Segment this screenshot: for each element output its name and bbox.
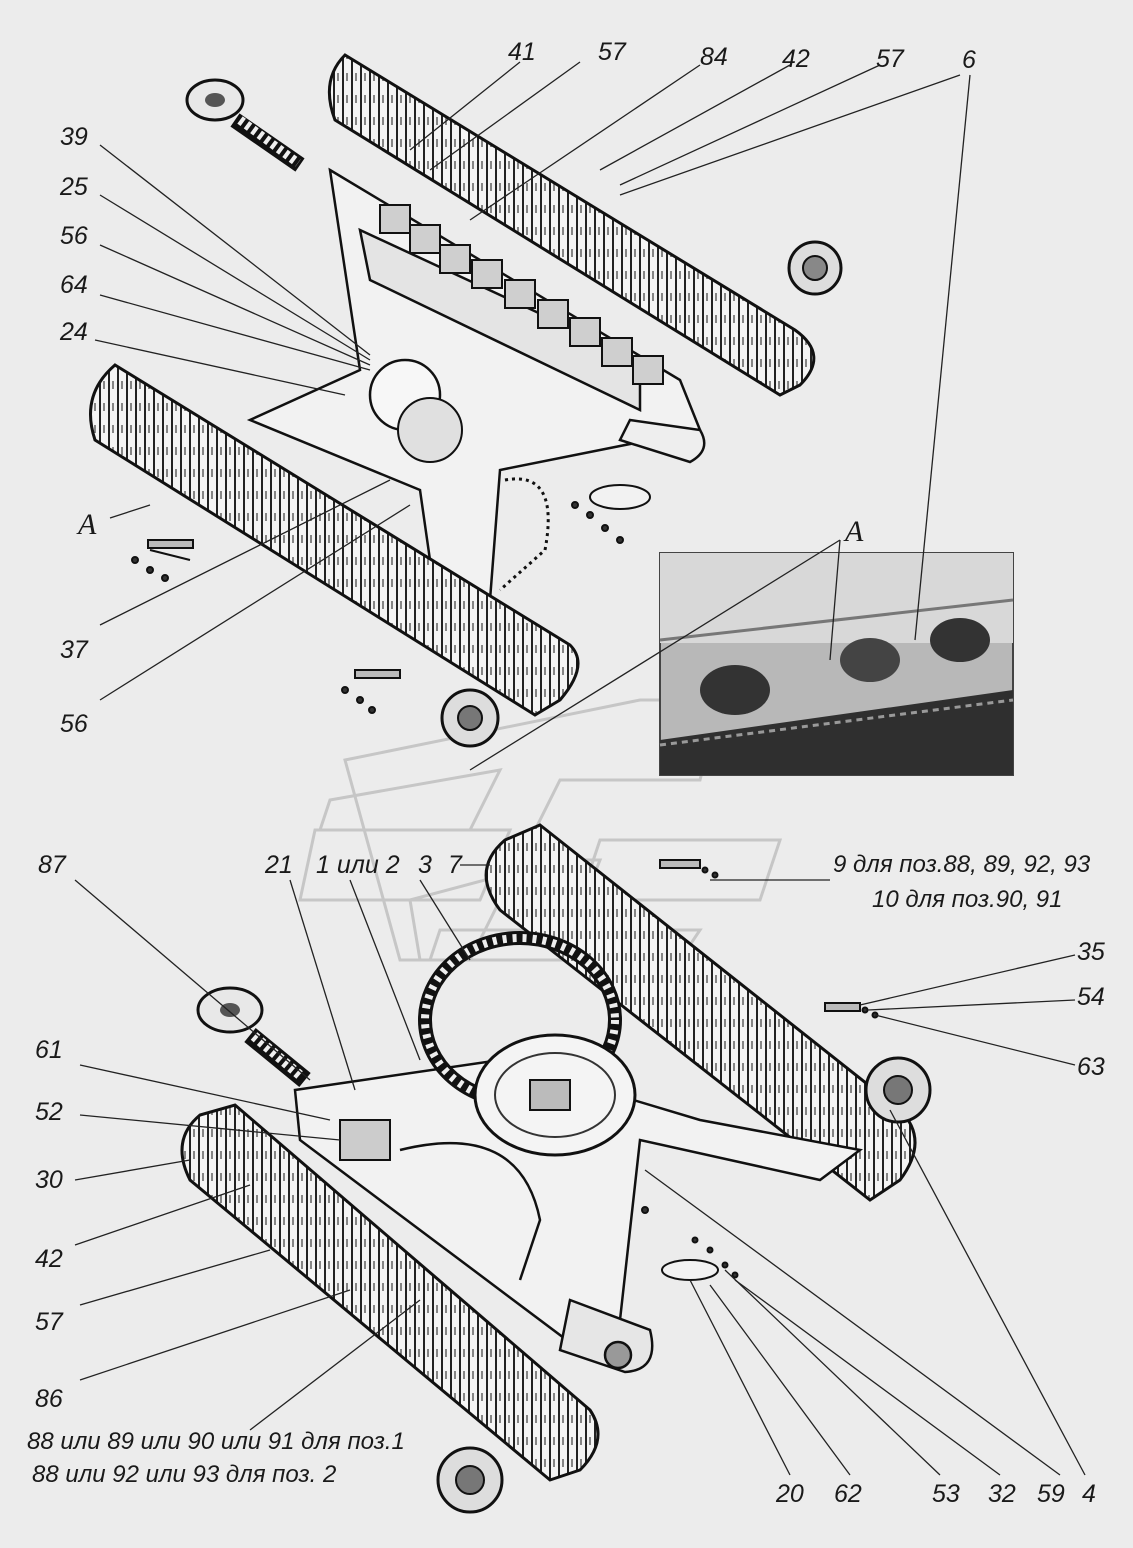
label-37: 37: [60, 636, 88, 664]
bottom-slewing-ring: [418, 931, 637, 1157]
top-rollers: [379, 204, 664, 385]
label-53: 53: [932, 1480, 960, 1508]
top-end-cap: [589, 418, 706, 510]
label-52: 52: [35, 1098, 63, 1126]
top-sprocket-left: [440, 688, 500, 748]
label-56: 56: [60, 222, 88, 250]
label-42b: 42: [35, 1245, 63, 1273]
label-88-note-1: 88 или 89 или 90 или 91 для поз.1: [27, 1428, 405, 1455]
inset-photo-detail-a: [659, 552, 1014, 776]
label-24: 24: [60, 318, 88, 346]
bottom-track-right: [484, 823, 917, 1202]
label-84: 84: [700, 43, 728, 71]
label-61: 61: [35, 1036, 63, 1064]
label-9-note: 9 для поз.88, 89, 92, 93: [833, 851, 1091, 878]
label-20: 20: [776, 1480, 804, 1508]
label-view-a-right: A: [845, 515, 864, 548]
label-10-note: 10 для поз.90, 91: [872, 886, 1063, 913]
label-30: 30: [35, 1166, 63, 1194]
label-59: 59: [1037, 1480, 1065, 1508]
label-62: 62: [834, 1480, 862, 1508]
bottom-sprocket-left: [436, 1446, 504, 1514]
label-25: 25: [60, 173, 88, 201]
label-63: 63: [1077, 1053, 1105, 1081]
top-sprocket-right: [787, 240, 843, 296]
top-track-left: [89, 363, 580, 717]
label-54: 54: [1077, 983, 1105, 1011]
label-1-or-2: 1 или 2: [316, 851, 400, 879]
top-idler-spring: [185, 78, 305, 172]
bottom-track-left: [180, 1103, 600, 1482]
label-42: 42: [782, 45, 810, 73]
label-64: 64: [60, 271, 88, 299]
top-track-right: [327, 53, 816, 397]
label-88-note-2: 88 или 92 или 93 для поз. 2: [32, 1461, 337, 1488]
label-57c: 57: [35, 1308, 63, 1336]
label-6: 6: [962, 46, 976, 74]
bottom-idler-spring: [196, 986, 391, 1161]
label-view-a-left: A: [78, 508, 97, 541]
label-3: 3: [418, 851, 432, 879]
label-87: 87: [38, 851, 66, 879]
top-turntable: [368, 358, 550, 592]
label-4: 4: [1082, 1480, 1096, 1508]
label-35: 35: [1077, 938, 1105, 966]
bottom-sprocket-right: [864, 1056, 932, 1124]
label-41: 41: [508, 38, 536, 66]
label-86: 86: [35, 1385, 63, 1413]
label-21: 21: [265, 851, 293, 879]
top-fasteners: [131, 501, 624, 714]
label-39: 39: [60, 123, 88, 151]
label-32: 32: [988, 1480, 1016, 1508]
leader-lines: [74, 61, 1086, 1476]
label-57b: 57: [876, 45, 904, 73]
bottom-fasteners: [641, 859, 879, 1281]
label-56b: 56: [60, 710, 88, 738]
label-7: 7: [448, 851, 462, 879]
label-57: 57: [598, 38, 626, 66]
